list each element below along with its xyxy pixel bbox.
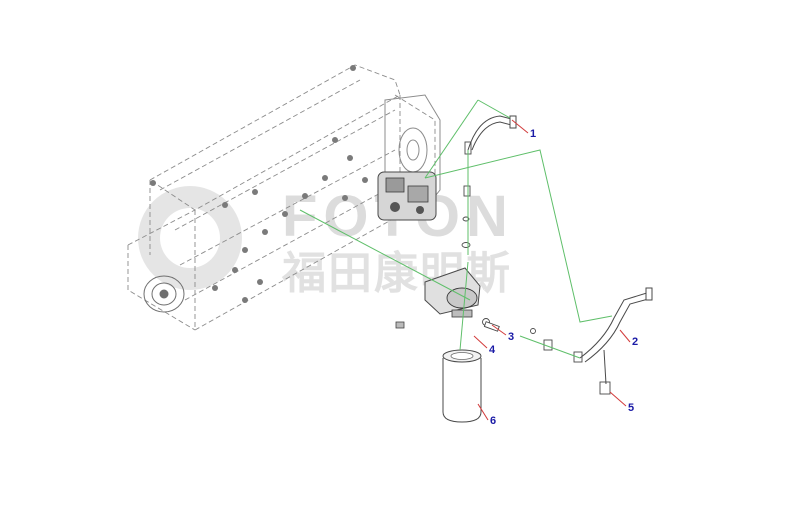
leader-lines (299, 99, 613, 359)
callout-2: 2 (632, 336, 638, 348)
callout-labels: 1 2 3 4 5 6 (489, 128, 638, 427)
callout-1: 1 (530, 128, 536, 140)
callout-leader-6 (477, 403, 489, 421)
watermark-seal-inner (160, 208, 220, 268)
fuel-pipe-2 (579, 287, 653, 385)
front-pulley (143, 275, 185, 313)
callout-leader-5 (609, 391, 627, 407)
injection-pump (377, 171, 437, 221)
callout-leader-3 (491, 324, 507, 336)
callout-leader-4 (473, 335, 488, 349)
callout-3: 3 (508, 331, 514, 343)
block-bolts (150, 65, 368, 303)
filter-cartridge (442, 349, 482, 423)
callout-leader-2 (619, 329, 631, 343)
engine-block-outline (127, 64, 436, 331)
callout-5: 5 (628, 402, 634, 414)
callout-6: 6 (490, 415, 496, 427)
callout-4: 4 (489, 344, 496, 356)
callout-leaders (473, 119, 631, 421)
callout-leader-1 (511, 119, 529, 134)
fuel-pipe-1 (467, 115, 517, 151)
